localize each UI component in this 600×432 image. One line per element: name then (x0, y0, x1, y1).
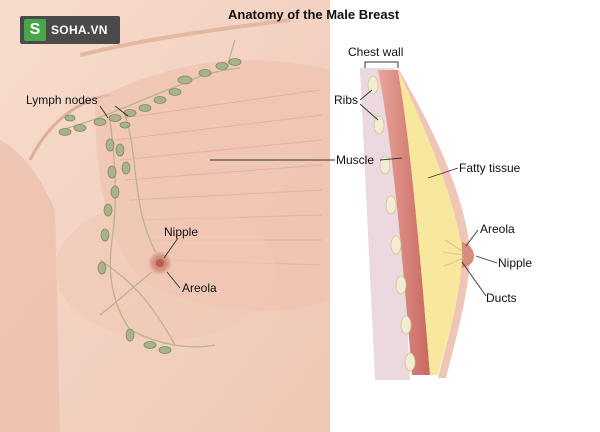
lymph-node (153, 96, 167, 104)
lymph-leader-1 (99, 105, 109, 119)
rib (379, 155, 391, 175)
lymph-node (121, 161, 131, 175)
ribs (367, 75, 416, 372)
lymph-node (107, 165, 117, 179)
rib (395, 275, 407, 295)
nipple-side (462, 242, 474, 268)
label-ribs: Ribs (334, 93, 358, 107)
label-areola-side: Areola (480, 222, 515, 236)
rib (367, 75, 379, 95)
nipple-side-leader (475, 255, 498, 264)
lymph-node (100, 228, 110, 242)
lymph-node (103, 203, 113, 217)
label-nipple-front: Nipple (164, 225, 198, 239)
fatty-tissue-layer (398, 70, 462, 375)
lymph-node (177, 75, 193, 85)
lymph-node (105, 138, 115, 152)
logo-text: SOHA.VN (51, 23, 108, 37)
lymph-node (228, 58, 242, 66)
muscle-layer (378, 70, 430, 375)
label-areola-front: Areola (182, 281, 217, 295)
lymph-node (138, 104, 152, 112)
lymph-node (158, 346, 172, 354)
ribs-leader-2 (359, 103, 379, 121)
lymph-node (58, 128, 72, 136)
lymph-node (97, 261, 107, 275)
lymph-node (73, 124, 87, 132)
label-chest-wall: Chest wall (348, 45, 403, 59)
lymph-node (168, 88, 182, 96)
logo-badge: S (24, 19, 46, 41)
lymph-node (198, 69, 212, 77)
label-nipple-side: Nipple (498, 256, 532, 270)
clavicle (79, 18, 291, 57)
chest-wall-bracket (364, 61, 399, 68)
ducts-leader (461, 261, 487, 297)
lymph-leader-2 (114, 105, 129, 117)
front-view (0, 0, 330, 432)
lymph-node (115, 143, 125, 157)
diagram-title: Anatomy of the Male Breast (228, 7, 400, 22)
leader-lines (99, 89, 498, 297)
ducts (442, 239, 465, 267)
lymph-node (123, 109, 137, 117)
label-ducts: Ducts (486, 291, 517, 305)
areola-side-leader (465, 229, 479, 247)
arm-shadow (0, 140, 60, 432)
lymph-node (125, 328, 135, 342)
soha-watermark-logo: S SOHA.VN (20, 16, 120, 44)
lymph-node (64, 114, 76, 122)
nipple-front (156, 259, 164, 267)
label-fatty-tissue: Fatty tissue (459, 161, 521, 175)
ribs-leader-1 (359, 89, 373, 101)
nipple-front-leader (163, 237, 179, 259)
areola-front-leader (166, 271, 181, 289)
rib (390, 235, 402, 255)
lymph-node (108, 114, 122, 122)
side-view (360, 61, 474, 380)
lymph-node (110, 185, 120, 199)
rib (400, 315, 412, 335)
fatty-leader (427, 167, 459, 179)
muscle-leader-side (379, 157, 403, 161)
rib (373, 115, 385, 135)
label-muscle: Muscle (336, 153, 374, 167)
rib (404, 352, 416, 372)
lymph-node (119, 121, 131, 129)
lymph-node-cluster (58, 58, 242, 354)
lymph-node (215, 62, 229, 70)
lymph-node (93, 118, 107, 126)
rib (385, 195, 397, 215)
label-lymph-nodes: Lymph nodes (26, 93, 98, 107)
lymph-node (143, 341, 157, 349)
